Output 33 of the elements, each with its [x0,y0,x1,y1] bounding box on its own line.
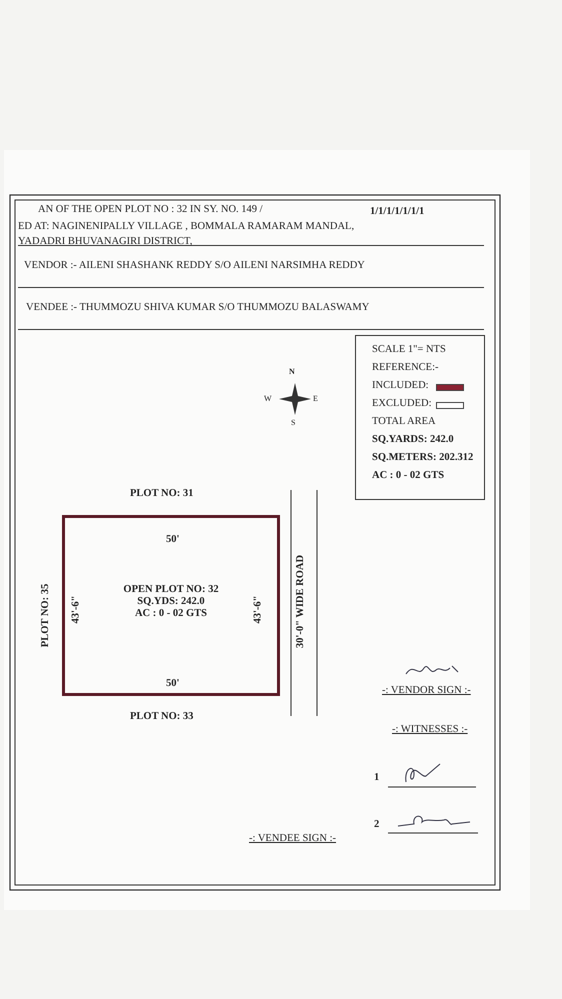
compass-letter: W [264,394,272,403]
survey-numbers: 1/1/1/1/1/1/1 [370,206,424,217]
plot-outline [62,515,280,696]
scale-box [355,335,485,500]
caption-text: -: VENDEE SIGN :- [249,833,336,844]
compass-letter: S [291,418,296,427]
plot-name: PLOT NO: 35 [40,584,52,648]
vendee-text: VENDEE :- THUMMOZU SHIVA KUMAR S/O THUMMOZU BALASWAMY [26,302,370,313]
area-text: AC : 0 - 02 GTS [372,470,444,481]
total-area-text: TOTAL AREA [372,416,436,427]
title-text: AN OF THE OPEN PLOT NO : 32 IN SY. NO. 149 / [38,204,263,215]
dimension-label: 43'-6" [70,596,82,624]
area-text: SQ.YARDS: 242.0 [372,434,454,445]
road-name: 30'-0" WIDE ROAD [295,554,306,648]
vendor-text: VENDOR :- AILENI SHASHANK REDDY S/O AILENI NARSIMHA REDDY [24,260,365,271]
legend-label: EXCLUDED: [372,398,432,409]
scale-text: SCALE 1"= NTS [372,344,446,355]
plot-name: PLOT NO: 31 [130,488,194,499]
area-text: SQ.METERS: 202.312 [372,452,474,463]
witness-number: 2 [374,819,380,830]
dimension-label: 43'-6" [252,596,264,624]
dimension-label: 50' [166,678,180,689]
caption-text: -: WITNESSES :- [392,724,468,735]
legend-label: INCLUDED: [372,380,429,391]
caption-text: -: VENDOR SIGN :- [382,685,471,696]
plot-name: PLOT NO: 33 [130,711,194,722]
reference-text: REFERENCE:- [372,362,439,373]
location-text: ED AT: NAGINENIPALLY VILLAGE , BOMMALA RAMARAM MANDAL, YADADRI BHUVANAGIRI DISTRICT, [18,220,356,249]
compass-letter: N [289,367,295,376]
dimension-label: 50' [166,534,180,545]
compass-letter: E [313,394,318,403]
plot-info-text: OPEN PLOT NO: 32 [122,584,220,596]
witness-number: 1 [374,772,380,783]
